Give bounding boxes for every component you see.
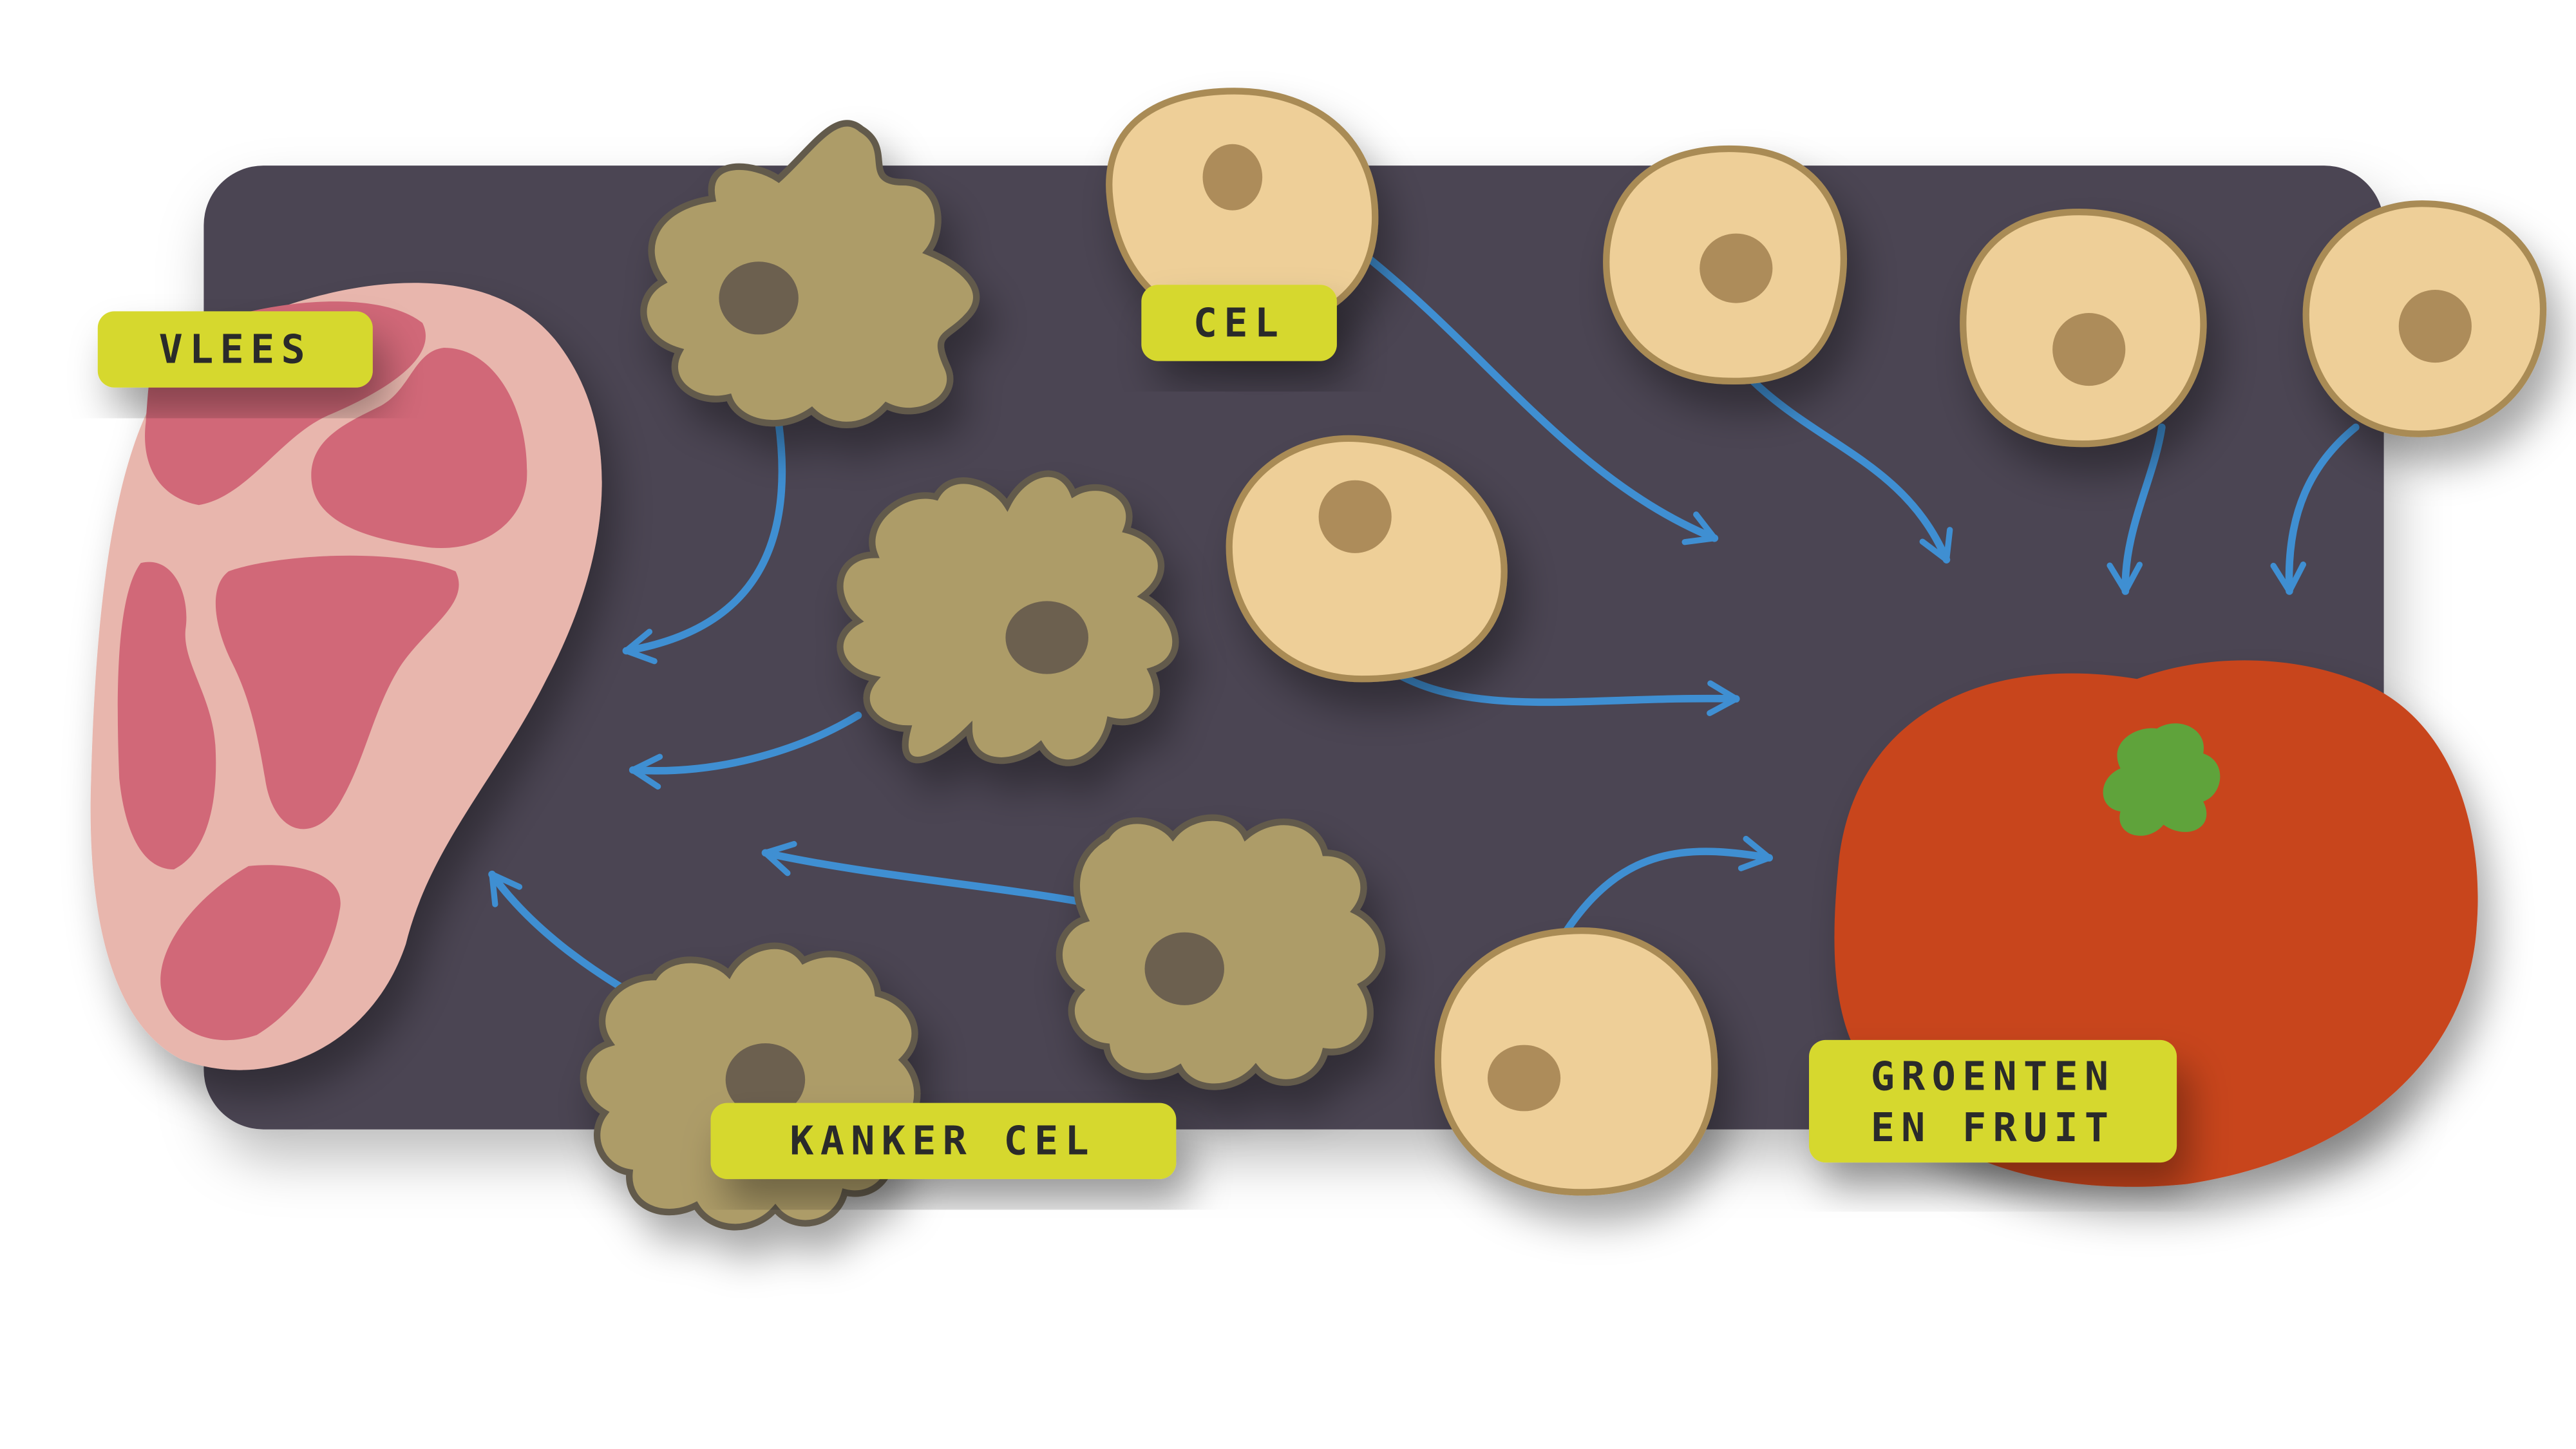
arrow-cancer-to-meat-3 bbox=[761, 840, 1089, 907]
label-produce: GROENTEN EN FRUIT bbox=[1809, 1039, 2177, 1163]
label-meat: VLEES bbox=[97, 311, 373, 388]
arrow-cancer-to-meat-1 bbox=[622, 418, 786, 665]
arrow-cell-to-produce-4 bbox=[2270, 423, 2360, 595]
label-cancer-cell-text: KANKER CEL bbox=[790, 1118, 1095, 1164]
arrow-cancer-to-meat-2 bbox=[629, 712, 862, 790]
arrow-cell-to-produce-5 bbox=[1387, 667, 1740, 716]
label-cancer-cell: KANKER CEL bbox=[710, 1103, 1177, 1179]
label-produce-line2: EN FRUIT bbox=[1871, 1104, 2116, 1151]
steak-icon bbox=[90, 283, 602, 1070]
cancer-cell-icon bbox=[580, 942, 921, 1231]
healthy-cell-icon bbox=[1106, 88, 1379, 332]
healthy-cell-icon bbox=[1960, 208, 2207, 448]
arrow-cell-to-produce-2 bbox=[1748, 377, 1953, 564]
label-produce-line1: GROENTEN bbox=[1871, 1053, 2116, 1099]
healthy-cell-icon bbox=[1603, 145, 1848, 384]
healthy-cell-icon bbox=[1226, 435, 1508, 683]
stem-icon bbox=[2103, 723, 2221, 836]
arrow-cell-to-produce-1 bbox=[1363, 252, 1719, 545]
healthy-cell-icon bbox=[1434, 927, 1718, 1196]
arrow-group bbox=[488, 252, 2360, 1001]
arrow-cell-to-produce-6 bbox=[1562, 835, 1774, 936]
cancer-cell-icon bbox=[640, 120, 980, 428]
label-cell: CEL bbox=[1141, 285, 1337, 361]
label-meat-text: VLEES bbox=[159, 327, 312, 373]
arrow-cell-to-produce-3 bbox=[2107, 423, 2166, 595]
cancer-cell-icon bbox=[1056, 814, 1386, 1090]
label-cell-text: CEL bbox=[1193, 299, 1285, 346]
cancer-cell-icon bbox=[837, 470, 1179, 766]
healthy-cell-icon bbox=[2302, 200, 2547, 437]
arrow-cancer-to-meat-4 bbox=[488, 870, 642, 1001]
